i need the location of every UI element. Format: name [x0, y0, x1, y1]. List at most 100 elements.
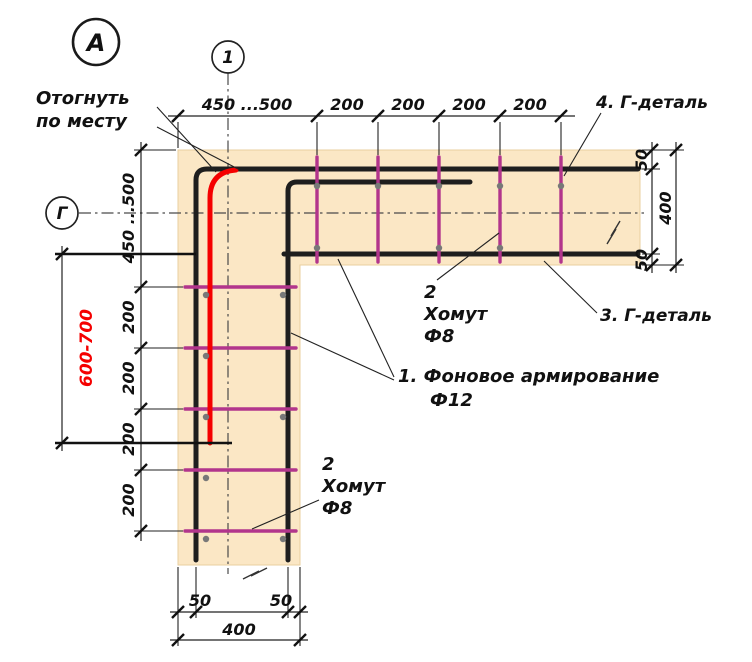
- dim-label: 200: [452, 95, 485, 114]
- break-mark-right: [606, 220, 621, 245]
- leader-line: [337, 258, 395, 378]
- leader-line: [543, 260, 598, 314]
- dim-tick: [669, 143, 683, 157]
- bar-dot: [202, 291, 210, 299]
- dim-label: 200: [119, 422, 138, 455]
- leader-line: [156, 106, 217, 173]
- dim-tick: [134, 463, 148, 477]
- dim-tick: [669, 258, 683, 272]
- dim-left: 450 ...500 200 200 200 200: [119, 142, 183, 541]
- bar-dot: [496, 244, 504, 252]
- dim-label: 200: [119, 300, 138, 333]
- bend-depth-label: 600-700: [77, 309, 97, 387]
- bar-dot: [496, 182, 504, 190]
- dim-tick: [293, 633, 307, 647]
- leader-line: [563, 112, 602, 177]
- axis-marker-g: [45, 196, 79, 230]
- dim-tick: [171, 605, 185, 619]
- dim-tick: [55, 436, 69, 450]
- note-l-detail-4: 4. Г-деталь: [595, 93, 708, 113]
- bar-dot: [202, 352, 210, 360]
- axes: А 1 Г: [45, 17, 644, 574]
- break-marks: [242, 220, 621, 580]
- dim-top: 450 ...500 200 200 200 200: [168, 95, 575, 155]
- note-stirrup-upper-dia: Ф8: [424, 326, 454, 347]
- dim-bottom: 50 50 400: [170, 567, 308, 647]
- outer-l-bar: [193, 166, 641, 563]
- dim-tick: [134, 143, 148, 157]
- dim-tick: [281, 605, 295, 619]
- dim-label: 400: [656, 191, 675, 225]
- dim-bend-depth: 600-700: [55, 246, 232, 451]
- dim-tick: [371, 109, 385, 123]
- dim-tick: [432, 109, 446, 123]
- bar-dot: [279, 535, 287, 543]
- dim-right: 50 400 50: [632, 142, 684, 273]
- leader-line: [290, 332, 395, 381]
- dim-tick: [645, 143, 659, 157]
- dim-label: 50: [632, 149, 651, 171]
- note-bend-line1: Отогнуть: [36, 88, 130, 109]
- dim-tick: [134, 280, 148, 294]
- dim-tick: [171, 109, 185, 123]
- note-background-line1: 1. Фоновое армирование: [398, 366, 659, 387]
- axis-marker-g-label: Г: [57, 204, 69, 224]
- leaders: [156, 106, 602, 530]
- dim-label: 450 ...500: [201, 95, 293, 114]
- note-stirrup-lower-dia: Ф8: [322, 498, 352, 519]
- dim-tick: [134, 524, 148, 538]
- dim-tick: [645, 162, 659, 176]
- dim-tick: [293, 605, 307, 619]
- dim-label: 200: [119, 361, 138, 394]
- dim-label: 50: [632, 249, 651, 271]
- axis-marker-1: [211, 40, 245, 74]
- note-stirrup-upper-qty: 2: [424, 282, 437, 303]
- dim-tick: [134, 402, 148, 416]
- dim-label: 450 ...500: [119, 173, 138, 265]
- break-mark-bottom: [242, 567, 268, 580]
- dim-tick: [55, 247, 69, 261]
- dim-tick: [645, 247, 659, 261]
- bar-dot: [313, 244, 321, 252]
- main-rebar: [193, 166, 641, 563]
- bar-dot: [202, 413, 210, 421]
- dim-label: 50: [189, 591, 211, 610]
- dim-tick: [645, 258, 659, 272]
- dim-tick: [554, 109, 568, 123]
- note-bend-line2: по месту: [36, 111, 128, 132]
- note-stirrup-upper-name: Хомут: [423, 304, 489, 325]
- bar-section-dots: [202, 182, 565, 543]
- notes: Отогнуть по месту 4. Г-деталь 3. Г-детал…: [36, 88, 712, 519]
- bar-dot: [202, 535, 210, 543]
- axis-marker-1-label: 1: [222, 48, 234, 68]
- bar-dot: [279, 291, 287, 299]
- bar-dot: [557, 182, 565, 190]
- bar-dot: [279, 413, 287, 421]
- dim-label: 200: [513, 95, 546, 114]
- detail-marker-a-label: А: [85, 29, 106, 57]
- note-stirrup-lower-name: Хомут: [321, 476, 387, 497]
- stirrups: [183, 155, 563, 533]
- dim-label: 50: [270, 591, 292, 610]
- bar-dot: [435, 182, 443, 190]
- dim-tick: [171, 633, 185, 647]
- note-l-detail-3: 3. Г-деталь: [600, 306, 712, 326]
- note-stirrup-lower-qty: 2: [322, 454, 335, 475]
- note-background-line2: Ф12: [430, 390, 473, 411]
- dim-tick: [134, 341, 148, 355]
- detail-marker-a: [71, 17, 121, 67]
- dim-tick: [310, 109, 324, 123]
- concrete-outline: [177, 149, 641, 566]
- bent-in-place-bar: [207, 167, 239, 446]
- bar-dot: [374, 182, 382, 190]
- bar-dot: [313, 182, 321, 190]
- inner-l-bar: [285, 179, 473, 563]
- bar-dot: [202, 474, 210, 482]
- dim-tick: [493, 109, 507, 123]
- dim-label: 200: [391, 95, 424, 114]
- dim-label: 200: [330, 95, 363, 114]
- dim-tick: [189, 605, 203, 619]
- leader-line: [251, 499, 320, 530]
